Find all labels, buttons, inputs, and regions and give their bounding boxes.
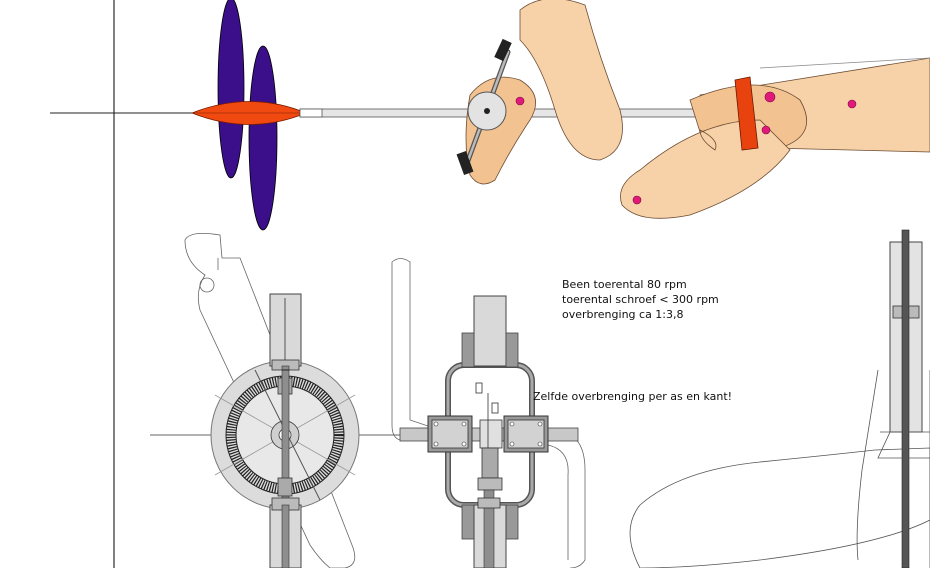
pedal-bottom bbox=[456, 150, 474, 176]
propeller-blade-rear bbox=[248, 45, 278, 231]
joint-marker bbox=[764, 91, 776, 103]
crank-arm-outline bbox=[184, 232, 356, 568]
note-leg-rpm: Been toerental 80 rpm bbox=[562, 278, 687, 291]
side-view-assembly bbox=[50, 0, 930, 231]
note-same-gearing: Zelfde overbrenging per as en kant! bbox=[533, 390, 733, 403]
note-gear-ratio: overbrenging ca 1:3,8 bbox=[562, 308, 684, 321]
leg-shin-lower bbox=[620, 119, 791, 219]
joint-marker bbox=[847, 99, 857, 109]
joint-marker bbox=[632, 195, 642, 205]
shaft-housing-top bbox=[269, 293, 302, 367]
side-housing-top bbox=[473, 295, 507, 367]
gear-front-view bbox=[150, 232, 420, 568]
leg-calf-upper bbox=[519, 0, 623, 161]
joint-marker bbox=[515, 96, 525, 106]
joint-marker bbox=[761, 125, 771, 135]
transmission-notes: Been toerental 80 rpm toerental schroef … bbox=[562, 277, 719, 322]
gear-side-view bbox=[391, 258, 586, 568]
ankle-band bbox=[734, 76, 759, 151]
note-propeller-rpm: toerental schroef < 300 rpm bbox=[562, 293, 719, 306]
side-crank-outline bbox=[391, 258, 441, 441]
propeller-blade-front bbox=[217, 0, 245, 179]
gear-teeth-ring bbox=[226, 376, 344, 494]
pedal-top bbox=[494, 38, 512, 62]
hull-outline bbox=[629, 447, 930, 568]
mast-shaft bbox=[901, 229, 910, 568]
hull-section-view bbox=[629, 229, 930, 568]
vertical-shaft bbox=[281, 365, 290, 568]
